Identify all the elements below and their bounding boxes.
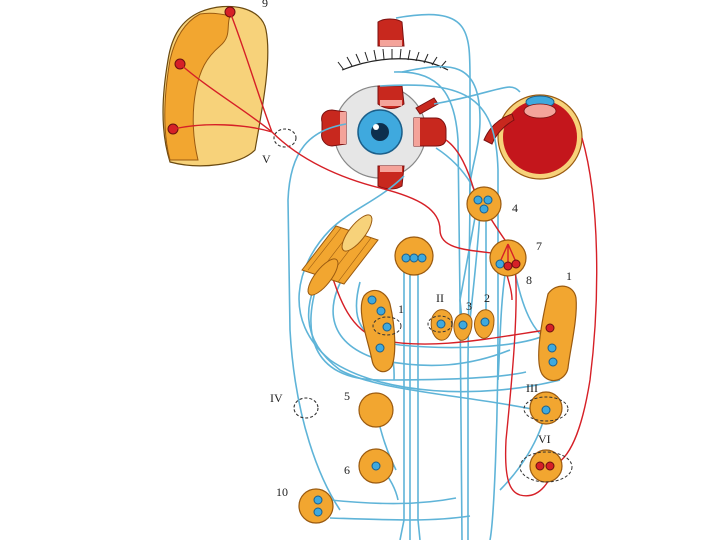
nucleus-6 bbox=[359, 449, 393, 483]
label-iv: IV bbox=[270, 391, 283, 405]
label-iii: III bbox=[526, 381, 538, 395]
fiber-bundle-cylinder bbox=[302, 211, 378, 300]
eyeball-cross-section bbox=[484, 95, 582, 179]
nucleus-10 bbox=[299, 489, 333, 523]
label-1-left: 1 bbox=[398, 302, 404, 316]
label-9: 9 bbox=[262, 0, 268, 10]
nucleus-central bbox=[395, 237, 433, 275]
oblique-muscle bbox=[416, 98, 438, 114]
nucleus-7-8 bbox=[490, 240, 526, 276]
label-1-right: 1 bbox=[566, 269, 572, 283]
label-v: V bbox=[262, 152, 271, 166]
label-10: 10 bbox=[276, 485, 288, 499]
nucleus-1-right bbox=[539, 286, 577, 380]
nucleus-2 bbox=[475, 310, 494, 339]
cerebral-cortex-section: 9 bbox=[163, 0, 272, 166]
eye-with-muscles bbox=[322, 19, 448, 189]
label-4: 4 bbox=[512, 201, 518, 215]
nucleus-ii bbox=[428, 310, 452, 341]
nucleus-5 bbox=[359, 393, 393, 427]
label-3: 3 bbox=[466, 299, 472, 313]
nucleus-1-left bbox=[361, 290, 401, 371]
label-7: 7 bbox=[536, 239, 542, 253]
label-5: 5 bbox=[344, 389, 350, 403]
nucleus-iii bbox=[524, 392, 568, 424]
label-vi: VI bbox=[538, 432, 551, 446]
label-6: 6 bbox=[344, 463, 350, 477]
label-ii: II bbox=[436, 291, 444, 305]
ganglion-iv-outline bbox=[294, 398, 318, 418]
label-8: 8 bbox=[526, 273, 532, 287]
label-2: 2 bbox=[484, 291, 490, 305]
nucleus-4 bbox=[467, 187, 501, 221]
nucleus-3 bbox=[454, 314, 472, 341]
